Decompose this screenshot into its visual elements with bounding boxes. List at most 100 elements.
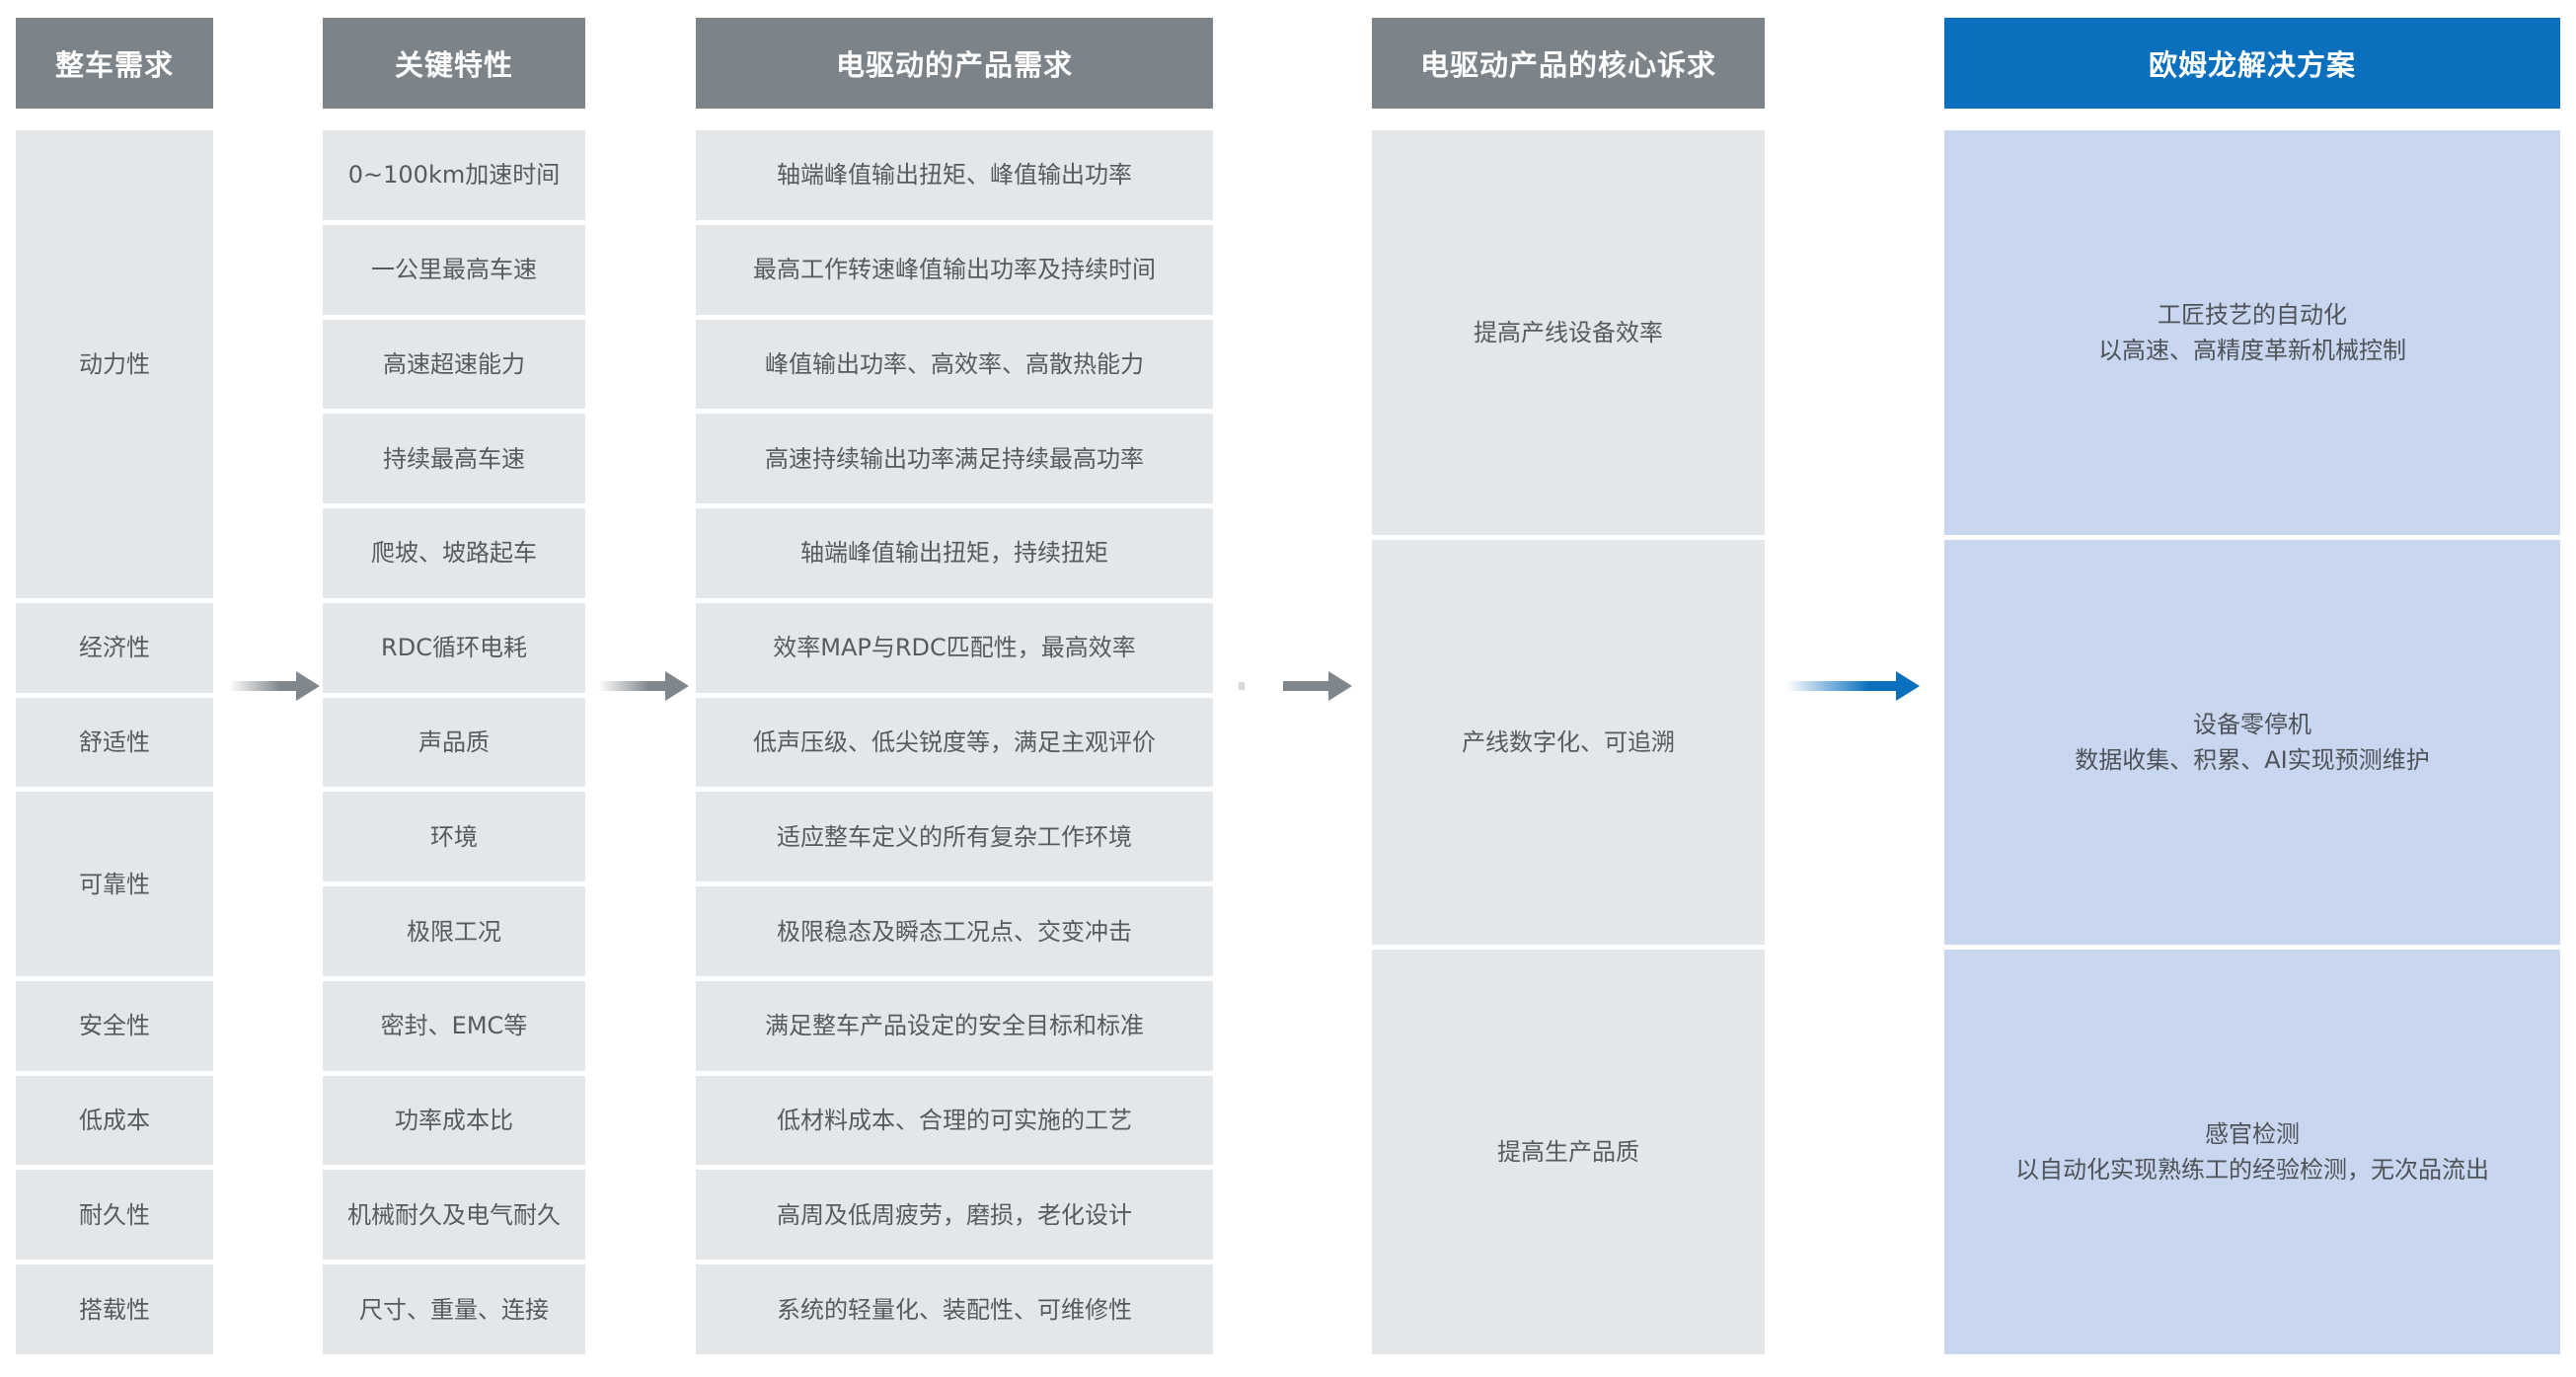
column-omron-solutions: 欧姆龙解决方案工匠技艺的自动化以高速、高精度革新机械控制设备零停机数据收集、积累… [1944, 18, 2560, 1354]
cell-text-line: 提高产线设备效率 [1474, 319, 1663, 346]
cell-text-line: 功率成本比 [395, 1107, 513, 1135]
diagram-cell: 设备零停机数据收集、积累、AI实现预测维护 [1944, 540, 2560, 945]
column-edrive-product-requirements: 电驱动的产品需求轴端峰值输出扭矩、峰值输出功率最高工作转速峰值输出功率及持续时间… [696, 18, 1213, 1354]
diagram-cell: 一公里最高车速 [323, 224, 585, 315]
cell-text: 环境 [430, 819, 478, 855]
diagram-cell: 密封、EMC等 [323, 980, 585, 1071]
diagram-cell: 峰值输出功率、高效率、高散热能力 [696, 319, 1213, 410]
cell-text-line: 轴端峰值输出扭矩、峰值输出功率 [777, 161, 1132, 190]
cell-text-line: 最高工作转速峰值输出功率及持续时间 [753, 256, 1156, 284]
cell-text-line: 高速超速能力 [383, 349, 525, 378]
cell-text: 提高产线设备效率 [1474, 315, 1663, 350]
diagram-cell: 低成本 [16, 1075, 213, 1166]
diagram-cell: 搭载性 [16, 1264, 213, 1354]
cell-text-line: 尺寸、重量、连接 [359, 1295, 549, 1324]
diagram-cell: 系统的轻量化、装配性、可维修性 [696, 1264, 1213, 1354]
cell-text: 低材料成本、合理的可实施的工艺 [777, 1103, 1132, 1138]
diagram-cell: 适应整车定义的所有复杂工作环境 [696, 792, 1213, 882]
cell-text-line: 一公里最高车速 [371, 256, 537, 284]
diagram-cell: 安全性 [16, 980, 213, 1071]
cell-text: 提高生产品质 [1497, 1134, 1639, 1170]
cell-text-line: 环境 [430, 822, 478, 851]
cell-text: 感官检测以自动化实现熟练工的经验检测，无次品流出 [2015, 1116, 2489, 1187]
column-header: 关键特性 [323, 18, 585, 109]
cell-text-line: 效率MAP与RDC匹配性，最高效率 [773, 634, 1136, 662]
diagram-cell: 舒适性 [16, 697, 213, 788]
diagram-cell: 产线数字化、可追溯 [1372, 540, 1765, 945]
cell-text-line: 设备零停机 [2193, 711, 2311, 738]
diagram-cell: RDC循环电耗 [323, 602, 585, 693]
diagram-cell: 动力性 [16, 130, 213, 598]
cell-text-line: 爬坡、坡路起车 [371, 539, 537, 568]
diagram-cell: 效率MAP与RDC匹配性，最高效率 [696, 602, 1213, 693]
diagram-cell: 低声压级、低尖锐度等，满足主观评价 [696, 697, 1213, 788]
cell-text: 高速超速能力 [383, 346, 525, 382]
cell-text-line: 工匠技艺的自动化 [2158, 301, 2347, 329]
cell-text: 密封、EMC等 [381, 1008, 528, 1043]
cell-text-line: 轴端峰值输出扭矩，持续扭矩 [800, 539, 1108, 568]
cell-text-line: 产线数字化、可追溯 [1462, 728, 1675, 756]
cell-text: 产线数字化、可追溯 [1462, 725, 1675, 760]
cell-text: 动力性 [79, 346, 150, 382]
diagram-cell: 尺寸、重量、连接 [323, 1264, 585, 1354]
diagram-cell: 功率成本比 [323, 1075, 585, 1166]
cell-text-line: 舒适性 [79, 727, 150, 756]
cell-text-line: 数据收集、积累、AI实现预测维护 [2075, 746, 2430, 774]
cell-text: RDC循环电耗 [381, 630, 527, 665]
cell-text: 最高工作转速峰值输出功率及持续时间 [753, 252, 1156, 287]
cell-text: 低声压级、低尖锐度等，满足主观评价 [753, 725, 1156, 760]
cell-text-line: 动力性 [79, 349, 150, 378]
cell-text-line: 低材料成本、合理的可实施的工艺 [777, 1107, 1132, 1135]
arrow-right-icon [1239, 671, 1352, 701]
cell-text: 工匠技艺的自动化以高速、高精度革新机械控制 [2098, 297, 2406, 368]
cell-text-line: 可靠性 [79, 870, 150, 898]
cell-text: 0~100km加速时间 [348, 157, 560, 192]
cell-text-line: 提高生产品质 [1497, 1138, 1639, 1166]
cell-text-line: 以高速、高精度革新机械控制 [2098, 337, 2406, 364]
cell-text: 极限稳态及瞬态工况点、交变冲击 [777, 914, 1132, 950]
column-cells: 提高产线设备效率产线数字化、可追溯提高生产品质 [1372, 130, 1765, 1354]
diagram-cell: 感官检测以自动化实现熟练工的经验检测，无次品流出 [1944, 950, 2560, 1354]
cell-text: 高速持续输出功率满足持续最高功率 [765, 441, 1144, 477]
cell-text: 经济性 [79, 630, 150, 665]
cell-text-line: 机械耐久及电气耐久 [347, 1200, 561, 1229]
diagram-cell: 高速持续输出功率满足持续最高功率 [696, 414, 1213, 504]
cell-text: 满足整车产品设定的安全目标和标准 [765, 1008, 1144, 1043]
diagram-cell: 最高工作转速峰值输出功率及持续时间 [696, 224, 1213, 315]
column-cells: 工匠技艺的自动化以高速、高精度革新机械控制设备零停机数据收集、积累、AI实现预测… [1944, 130, 2560, 1354]
diagram-cell: 环境 [323, 792, 585, 882]
cell-text-line: 系统的轻量化、装配性、可维修性 [777, 1295, 1132, 1324]
cell-text-line: RDC循环电耗 [381, 634, 527, 662]
diagram-cell: 极限工况 [323, 886, 585, 976]
cell-text: 耐久性 [79, 1197, 150, 1233]
diagram-cell: 机械耐久及电气耐久 [323, 1170, 585, 1261]
diagram-cell: 极限稳态及瞬态工况点、交变冲击 [696, 886, 1213, 976]
diagram-cell: 爬坡、坡路起车 [323, 508, 585, 598]
cell-text-line: 满足整车产品设定的安全目标和标准 [765, 1012, 1144, 1040]
cell-text: 持续最高车速 [383, 441, 525, 477]
cell-text-line: 声品质 [418, 727, 490, 756]
diagram-cell: 轴端峰值输出扭矩、峰值输出功率 [696, 130, 1213, 220]
cell-text-line: 极限稳态及瞬态工况点、交变冲击 [777, 917, 1132, 946]
cell-text: 设备零停机数据收集、积累、AI实现预测维护 [2075, 707, 2430, 778]
diagram-cell: 工匠技艺的自动化以高速、高精度革新机械控制 [1944, 130, 2560, 535]
cell-text: 轴端峰值输出扭矩，持续扭矩 [800, 535, 1108, 571]
cell-text-line: 峰值输出功率、高效率、高散热能力 [765, 349, 1144, 378]
diagram-cell: 提高产线设备效率 [1372, 130, 1765, 535]
arrow-right-icon [229, 671, 320, 701]
cell-text-line: 搭载性 [79, 1295, 150, 1324]
column-vehicle-requirements: 整车需求动力性经济性舒适性可靠性安全性低成本耐久性搭载性 [16, 18, 213, 1354]
cell-text: 机械耐久及电气耐久 [347, 1197, 561, 1233]
cell-text: 搭载性 [79, 1292, 150, 1328]
cell-text-line: 以自动化实现熟练工的经验检测，无次品流出 [2015, 1156, 2489, 1184]
column-header: 电驱动的产品需求 [696, 18, 1213, 109]
column-header: 欧姆龙解决方案 [1944, 18, 2560, 109]
column-key-characteristics: 关键特性 0~100km加速时间一公里最高车速高速超速能力持续最高车速爬坡、坡路起… [323, 18, 585, 1354]
cell-text-line: 密封、EMC等 [380, 1012, 528, 1040]
column-cells: 动力性经济性舒适性可靠性安全性低成本耐久性搭载性 [16, 130, 213, 1354]
diagram-cell: 高周及低周疲劳，磨损，老化设计 [696, 1170, 1213, 1261]
column-cells: 轴端峰值输出扭矩、峰值输出功率最高工作转速峰值输出功率及持续时间峰值输出功率、高… [696, 130, 1213, 1354]
cell-text-line: 感官检测 [2205, 1120, 2300, 1148]
cell-text: 峰值输出功率、高效率、高散热能力 [765, 346, 1144, 382]
